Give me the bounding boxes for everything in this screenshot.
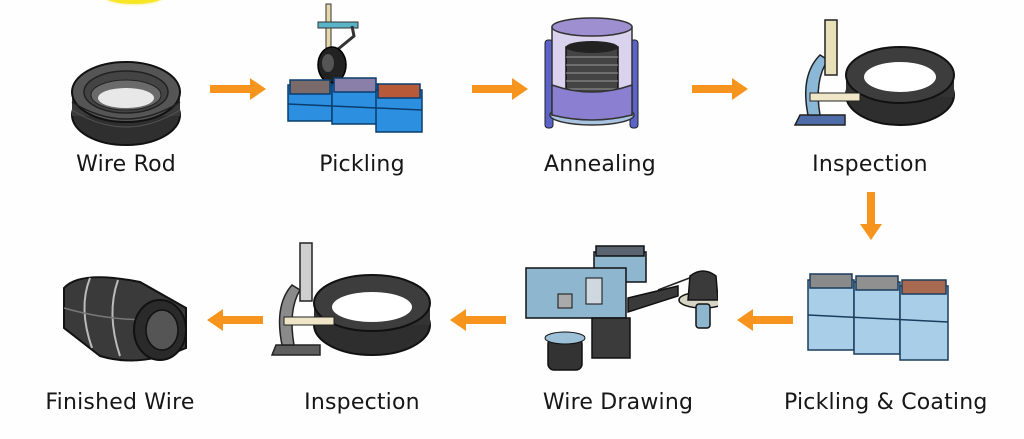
wire-coil-icon xyxy=(26,40,226,170)
arrow-right-icon xyxy=(690,78,750,100)
arrow-right-icon xyxy=(208,78,268,100)
step-label: Wire Rod xyxy=(76,152,176,177)
arrow-right-icon xyxy=(470,78,530,100)
yellow-highlight-shape xyxy=(103,0,165,4)
pickling-tanks-icon xyxy=(784,260,984,370)
step-label: Pickling xyxy=(319,152,405,177)
finished-wire-spool-icon xyxy=(20,268,220,368)
arrow-left-icon xyxy=(205,309,265,331)
step-label: Pickling & Coating xyxy=(784,390,988,415)
microscope-coil-icon xyxy=(770,15,970,145)
step-label: Annealing xyxy=(544,152,656,177)
step-label: Wire Drawing xyxy=(542,390,694,415)
step-label: Inspection xyxy=(812,152,928,177)
step-label: Finished Wire xyxy=(45,390,195,415)
arrow-down-icon xyxy=(860,190,882,242)
step-label: Inspection xyxy=(304,390,420,415)
arrow-left-icon xyxy=(735,309,795,331)
microscope-coil-icon xyxy=(262,235,462,360)
arrow-left-icon xyxy=(448,309,508,331)
annealing-furnace-icon xyxy=(500,15,700,145)
pickling-tanks-icon xyxy=(262,0,462,145)
wire-drawing-machine-icon xyxy=(518,238,718,378)
